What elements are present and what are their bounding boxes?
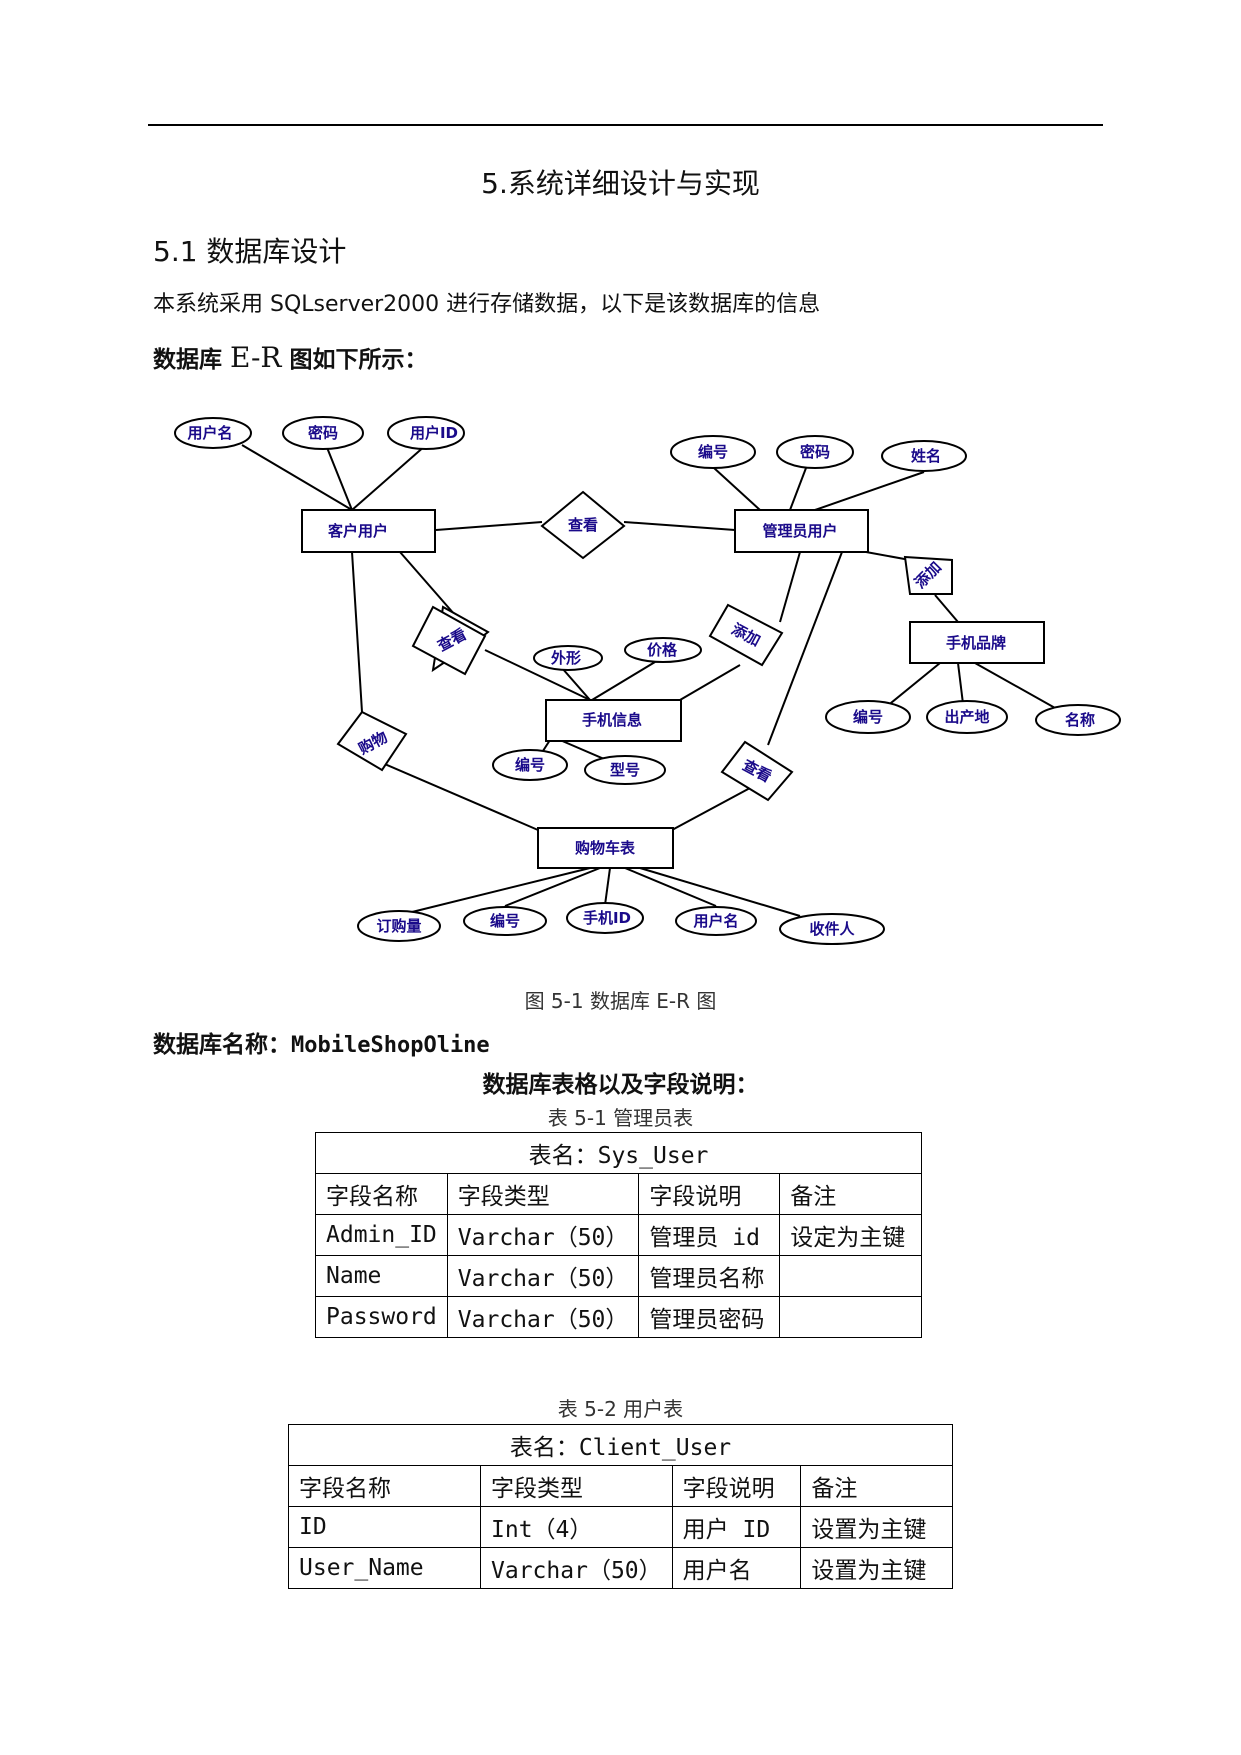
- table-cell: 用户名: [671, 1547, 802, 1589]
- table-header-row: 字段名称 字段类型 字段说明 备注: [287, 1465, 953, 1507]
- attr-cart-username: 用户名: [693, 912, 738, 930]
- table-name: 表名：Client_User: [288, 1424, 953, 1466]
- attr-brand-id: 编号: [853, 708, 883, 726]
- attr-admin-id: 编号: [698, 443, 728, 461]
- table-cell: User_Name: [287, 1547, 482, 1589]
- er-heading-big: E-R: [230, 341, 282, 374]
- attr-cart-receiver: 收件人: [809, 920, 855, 938]
- attr-cart-qty: 订购量: [376, 917, 421, 935]
- er-diagram: 用户名 密码 用户ID 编号 密码 姓名 客户用户 管理员用户 查看 添加 手机…: [174, 416, 1121, 945]
- table-cell: 管理员名称: [638, 1255, 781, 1297]
- er-relationships: [336, 490, 953, 802]
- entity-brand: 手机品牌: [946, 634, 1006, 652]
- attr-cart-id: 编号: [490, 912, 520, 930]
- table-cell: Password: [315, 1296, 448, 1338]
- entity-client: 客户用户: [327, 522, 388, 540]
- table-cell: Varchar（50）: [446, 1214, 640, 1256]
- intro-paragraph: 本系统采用 SQLserver2000 进行存储数据，以下是该数据库的信息: [153, 292, 821, 317]
- table-client-user: 表名：Client_User 字段名称 字段类型 字段说明 备注 ID Int（…: [287, 1424, 953, 1589]
- table-header-cell: 字段说明: [638, 1173, 781, 1215]
- header-rule: [148, 124, 1103, 126]
- tables-title: 数据库表格以及字段说明：: [482, 1072, 759, 1098]
- table-header-cell: 字段名称: [287, 1465, 482, 1507]
- table-cell: Varchar（50）: [480, 1547, 673, 1589]
- entity-cart: 购物车表: [575, 839, 636, 857]
- table-cell: 用户 ID: [671, 1506, 802, 1548]
- er-entities: [301, 509, 1045, 869]
- table-cell: Varchar（50）: [446, 1255, 640, 1297]
- attr-phone-shape: 外形: [550, 649, 581, 667]
- entity-admin: 管理员用户: [762, 522, 837, 540]
- table-cell: 设置为主键: [800, 1547, 953, 1589]
- attr-brand-origin: 出产地: [944, 708, 989, 726]
- table-caption-client-user: 表 5-2 用户表: [557, 1397, 684, 1421]
- attr-phone-id: 编号: [515, 756, 545, 774]
- table-caption-sys-user: 表 5-1 管理员表: [547, 1106, 694, 1130]
- table-name: 表名：Sys_User: [315, 1132, 922, 1174]
- attr-client-username: 用户名: [187, 424, 232, 442]
- attr-cart-phoneid: 手机ID: [583, 909, 631, 927]
- table-cell: Name: [315, 1255, 448, 1297]
- table-cell: 管理员 id: [638, 1214, 781, 1256]
- table-cell: 设置为主键: [800, 1506, 953, 1548]
- attr-admin-password: 密码: [800, 443, 830, 461]
- database-name: 数据库名称：MobileShopOline: [153, 1025, 490, 1059]
- database-name-value: MobileShopOline: [291, 1033, 490, 1058]
- attr-client-password: 密码: [308, 424, 338, 442]
- attr-client-userid: 用户ID: [410, 424, 458, 442]
- table-row: Password Varchar（50） 管理员密码: [315, 1296, 922, 1338]
- table-cell: [779, 1255, 922, 1297]
- table-header-cell: 备注: [800, 1465, 953, 1507]
- attr-brand-name: 名称: [1065, 711, 1095, 729]
- er-heading-suffix: 图如下所示：: [281, 347, 428, 373]
- attr-phone-price: 价格: [647, 641, 678, 659]
- attr-admin-name: 姓名: [911, 447, 941, 465]
- table-row: Name Varchar（50） 管理员名称: [315, 1255, 922, 1297]
- table-header-cell: 备注: [779, 1173, 922, 1215]
- table-row: Admin_ID Varchar（50） 管理员 id 设定为主键: [315, 1214, 922, 1256]
- entity-phone: 手机信息: [582, 711, 642, 729]
- table-cell: 管理员密码: [638, 1296, 781, 1338]
- er-heading: 数据库 E-R 图如下所示：: [153, 340, 428, 374]
- table-row: ID Int（4） 用户 ID 设置为主键: [287, 1506, 953, 1548]
- table-header-cell: 字段说明: [671, 1465, 802, 1507]
- rel-client-admin: 查看: [568, 516, 598, 534]
- table-row: User_Name Varchar（50） 用户名 设置为主键: [287, 1547, 953, 1589]
- table-cell: Admin_ID: [315, 1214, 448, 1256]
- table-cell: Int（4）: [480, 1506, 673, 1548]
- table-header-cell: 字段名称: [315, 1173, 448, 1215]
- er-attributes: [174, 416, 1121, 945]
- database-name-label: 数据库名称：: [153, 1032, 291, 1058]
- table-cell: [779, 1296, 922, 1338]
- table-header-cell: 字段类型: [446, 1173, 640, 1215]
- chapter-title: 5.系统详细设计与实现: [481, 167, 760, 200]
- table-header-row: 字段名称 字段类型 字段说明 备注: [315, 1173, 922, 1215]
- er-heading-prefix: 数据库: [153, 347, 231, 373]
- table-header-cell: 字段类型: [480, 1465, 673, 1507]
- table-cell: ID: [287, 1506, 482, 1548]
- attr-phone-model: 型号: [610, 761, 640, 779]
- table-cell: 设定为主键: [779, 1214, 922, 1256]
- table-cell: Varchar（50）: [446, 1296, 640, 1338]
- figure-caption: 图 5-1 数据库 E-R 图: [524, 989, 717, 1013]
- section-title: 5.1 数据库设计: [153, 235, 347, 268]
- table-sys-user: 表名：Sys_User 字段名称 字段类型 字段说明 备注 Admin_ID V…: [315, 1132, 922, 1338]
